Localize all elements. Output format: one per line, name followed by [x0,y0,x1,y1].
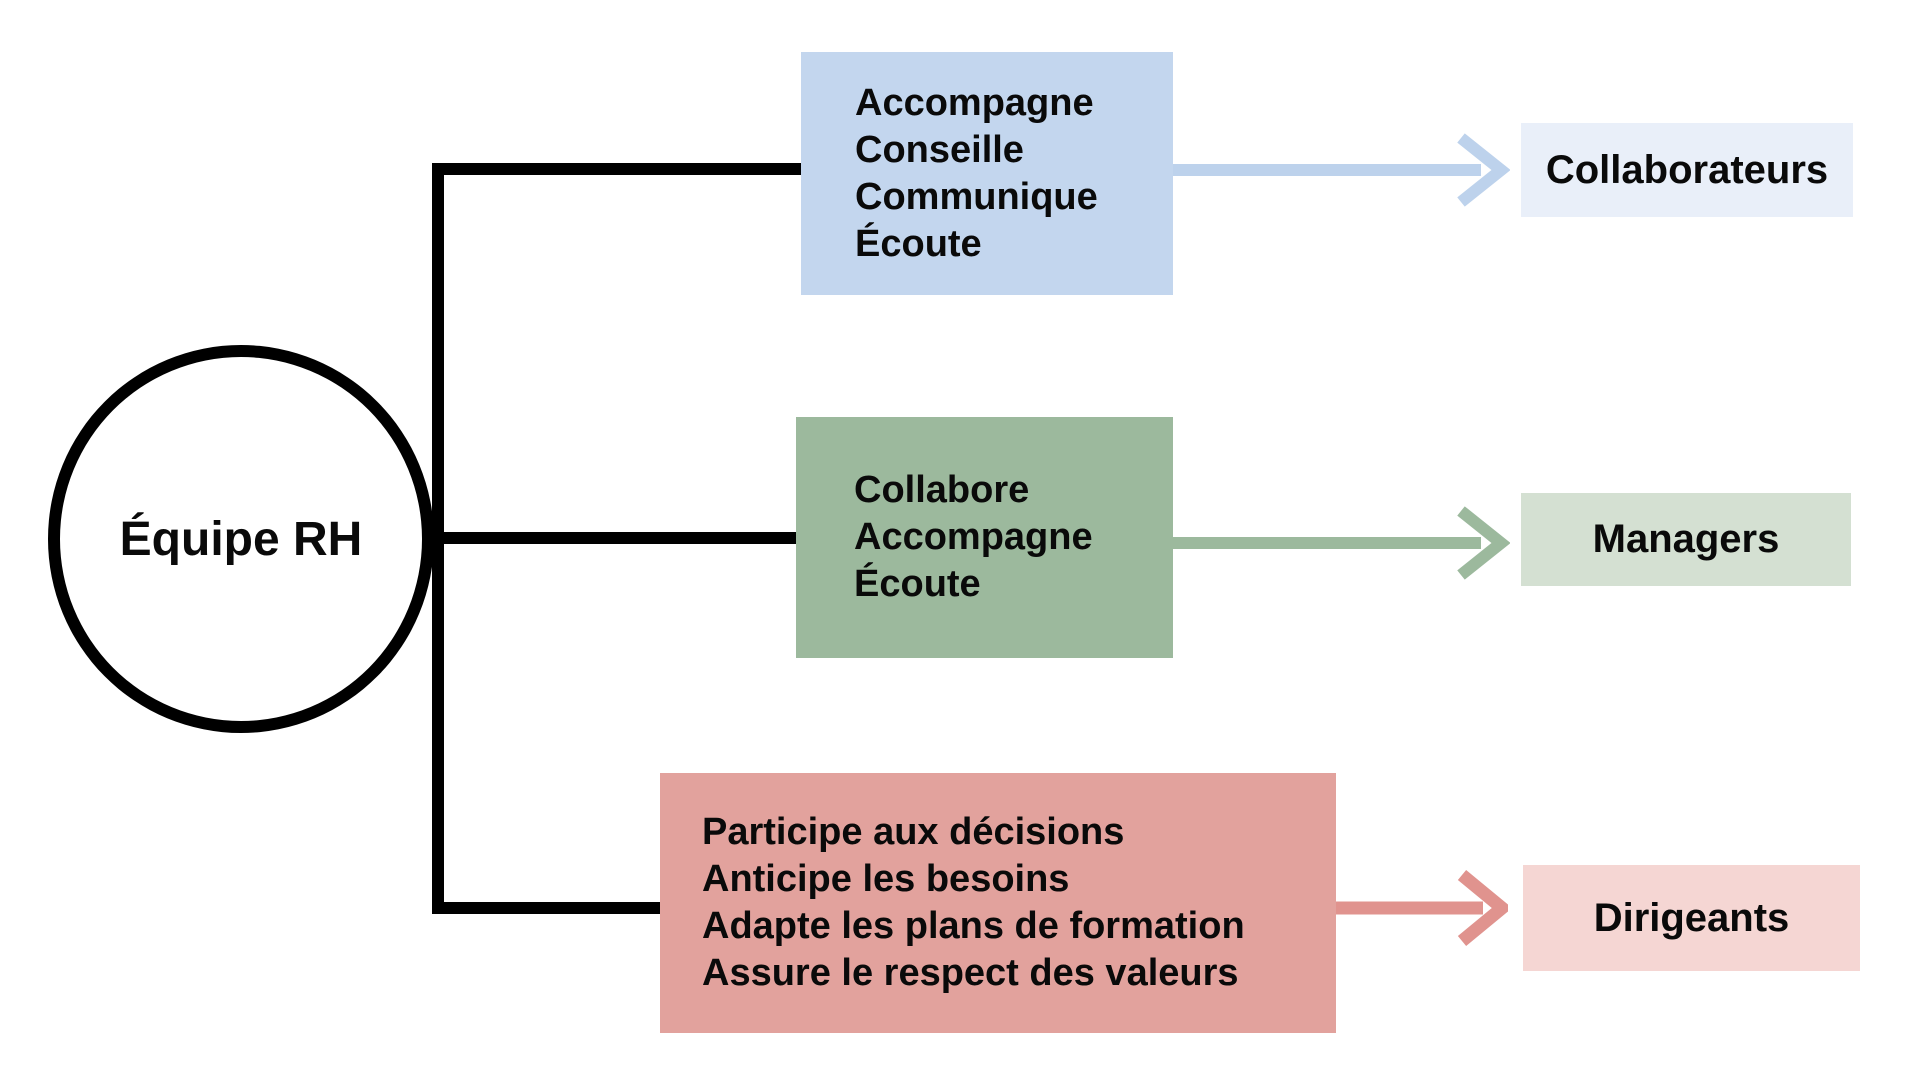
action-item: Écoute [855,222,982,265]
target-label: Managers [1592,517,1780,561]
connector-branch-managers [430,532,800,544]
action-box-managers: Collabore Accompagne Écoute [796,417,1173,658]
action-item: Anticipe les besoins [702,858,1070,900]
arrow-icon-managers [1173,503,1511,588]
target-label: Collaborateurs [1545,147,1829,192]
action-item: Accompagne [854,516,1093,558]
source-node-label: Équipe RH [119,512,363,566]
target-box-dirigeants: Dirigeants [1523,865,1860,971]
target-box-managers: Managers [1521,493,1851,586]
action-box-dirigeants: Participe aux décisions Anticipe les bes… [660,773,1336,1033]
connector-branch-collaborateurs [432,163,801,175]
target-box-collaborateurs: Collaborateurs [1521,123,1853,217]
action-item: Conseille [855,128,1024,171]
arrow-icon-collaborateurs [1173,130,1511,215]
action-item: Communique [855,175,1098,218]
action-box-collaborateurs: Accompagne Conseille Communique Écoute [801,52,1173,295]
target-label: Dirigeants [1593,895,1790,940]
action-item: Participe aux décisions [702,811,1125,853]
action-item: Collabore [854,469,1030,511]
arrow-icon-dirigeants [1336,868,1513,953]
connector-branch-dirigeants [432,902,664,914]
action-item: Adapte les plans de formation [702,905,1245,947]
action-item: Assure le respect des valeurs [702,952,1239,994]
action-item: Accompagne [855,81,1094,124]
action-item: Écoute [854,563,981,605]
source-node-equipe-rh: Équipe RH [48,345,434,733]
